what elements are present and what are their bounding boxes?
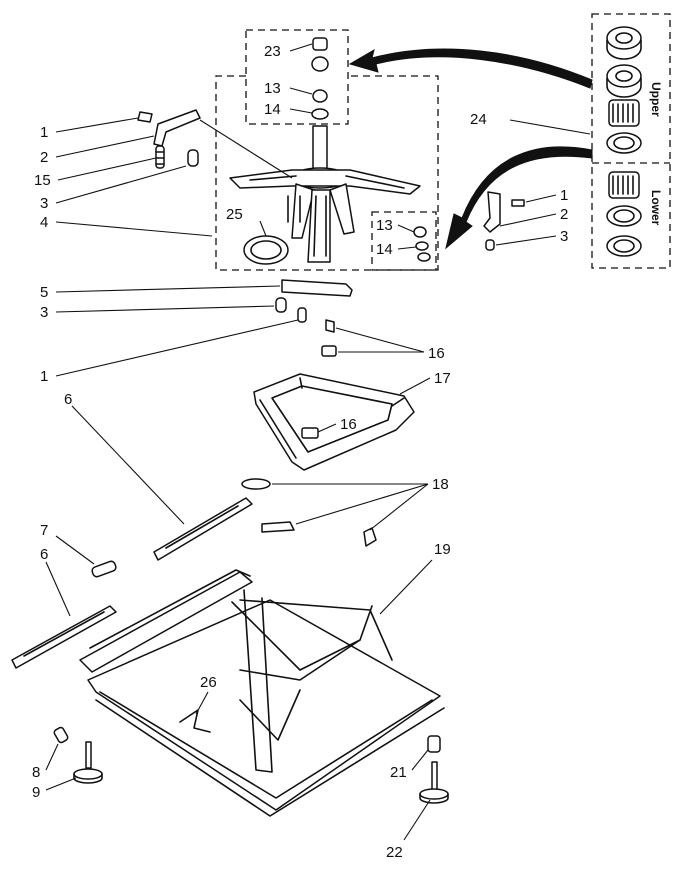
callout-18: 18	[432, 476, 449, 493]
callout-19: 19	[434, 541, 451, 558]
callout-16: 16	[428, 345, 445, 362]
left-bracket-parts	[137, 109, 201, 169]
callout-3-center: 3	[40, 304, 48, 321]
snubber-frame	[253, 319, 415, 471]
callout-13-right: 13	[376, 217, 393, 234]
callout-8: 8	[32, 764, 40, 781]
bearing-stack-parts	[311, 37, 431, 262]
base-frame	[79, 569, 445, 817]
callout-24: 24	[470, 111, 487, 128]
callout-15: 15	[34, 172, 51, 189]
callout-14: 14	[264, 101, 281, 118]
right-leveling-foot	[419, 735, 449, 804]
callout-6: 6	[64, 391, 72, 408]
callout-22: 22	[386, 844, 403, 861]
callout-7: 7	[40, 522, 48, 539]
callout-2: 2	[40, 149, 48, 166]
seal-ring	[243, 235, 289, 265]
pointer-arrows	[348, 48, 593, 250]
wire-clip	[179, 709, 211, 733]
callout-13: 13	[264, 80, 281, 97]
callout-1-center: 1	[40, 368, 48, 385]
callout-21: 21	[390, 764, 407, 781]
callout-3: 3	[40, 195, 48, 212]
spacer	[91, 560, 117, 578]
callout-16-lower: 16	[340, 416, 357, 433]
callout-labels: 1 2 15 3 4 23 13 14 25 13 14 24 1 2 3 5 …	[32, 43, 568, 861]
callout-1-right: 1	[560, 187, 568, 204]
leader-lines	[45, 43, 591, 841]
bearing-kit-illustration	[606, 26, 642, 257]
dashed-boxes	[215, 13, 671, 271]
lower-bearing-label: Lower	[649, 190, 663, 226]
callout-5: 5	[40, 284, 48, 301]
callout-2-right: 2	[560, 206, 568, 223]
callout-9: 9	[32, 784, 40, 801]
pivot-dome-assembly	[229, 125, 421, 263]
callout-1: 1	[40, 124, 48, 141]
upper-brace	[153, 497, 253, 561]
callout-26: 26	[200, 674, 217, 691]
upper-bearing-label: Upper	[649, 82, 663, 117]
lower-brace	[11, 605, 117, 669]
callout-14-right: 14	[376, 241, 393, 258]
callout-3-right: 3	[560, 228, 568, 245]
callout-4: 4	[40, 214, 48, 231]
callout-25: 25	[226, 206, 243, 223]
callout-6-lower: 6	[40, 546, 48, 563]
callout-17: 17	[434, 370, 451, 387]
center-bracket-parts	[275, 279, 353, 323]
left-leveling-foot	[53, 726, 103, 784]
pivot-pads	[241, 478, 377, 547]
right-bracket-parts	[483, 191, 525, 251]
callout-23: 23	[264, 43, 281, 60]
